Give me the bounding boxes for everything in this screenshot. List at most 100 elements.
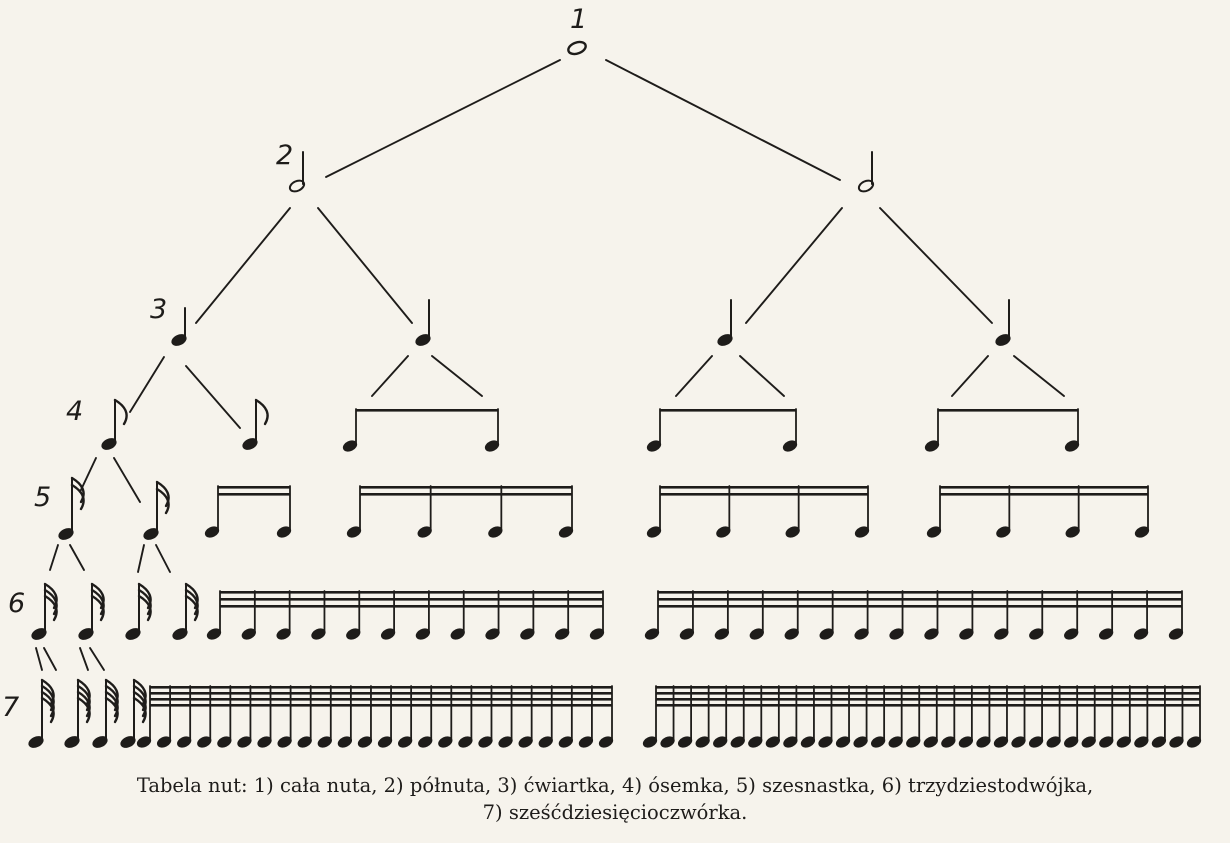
flag <box>137 588 152 616</box>
thirty-second-note <box>31 582 58 640</box>
beam <box>656 686 1200 689</box>
connector-line <box>317 207 413 324</box>
flag <box>132 696 147 724</box>
connector-line <box>113 457 141 503</box>
sixty-fourth-note-group <box>642 685 1202 748</box>
thirty-second-note <box>172 582 199 640</box>
notehead <box>567 40 587 56</box>
flag <box>40 690 55 718</box>
level-7-number: 7 <box>2 692 20 723</box>
connector-line <box>1013 355 1065 397</box>
flag <box>137 594 152 622</box>
beam <box>940 486 1148 489</box>
beam <box>220 605 603 608</box>
eighth-note-pair <box>924 408 1080 452</box>
half-note <box>288 151 306 193</box>
connector-line <box>325 59 561 178</box>
half-note <box>857 151 875 193</box>
level-1-number: 1 <box>570 4 588 35</box>
beam <box>220 591 603 594</box>
connector-line <box>879 207 993 324</box>
beam <box>938 409 1078 412</box>
connector-line <box>431 355 483 397</box>
sixteenth-note-group <box>204 485 292 538</box>
flag <box>155 480 170 508</box>
flag <box>90 594 105 622</box>
connector-line <box>49 544 59 571</box>
eighth-note <box>101 398 128 450</box>
sixteenth-note <box>58 476 85 540</box>
flag <box>104 690 119 718</box>
flag <box>70 476 85 504</box>
flag <box>155 487 170 515</box>
connector-line <box>675 355 713 397</box>
flag <box>70 483 85 511</box>
connector-lines <box>35 59 1065 671</box>
eighth-note-pair <box>342 408 500 452</box>
flag <box>184 588 199 616</box>
sixty-fourth-note <box>28 678 55 748</box>
beam <box>360 486 572 489</box>
sixty-fourth-note <box>64 678 91 748</box>
beam <box>150 692 612 695</box>
connector-line <box>43 647 57 671</box>
sixty-fourth-note <box>120 678 147 748</box>
connector-line <box>951 355 989 397</box>
beam <box>940 493 1148 496</box>
beam <box>660 493 868 496</box>
caption: Tabela nut: 1) cała nuta, 2) półnuta, 3)… <box>0 772 1230 826</box>
beam <box>656 698 1200 701</box>
caption-line-1: Tabela nut: 1) cała nuta, 2) półnuta, 3)… <box>136 774 1094 797</box>
connector-line <box>745 207 843 324</box>
connector-line <box>137 544 145 573</box>
sixty-fourth-note-group <box>136 685 614 748</box>
quarter-note <box>717 299 733 346</box>
quarter-note <box>995 299 1011 346</box>
connector-line <box>371 355 409 397</box>
flag <box>254 398 269 426</box>
flag <box>184 594 199 622</box>
flag <box>43 588 58 616</box>
flag <box>40 696 55 724</box>
sixty-fourth-note <box>92 678 119 748</box>
beam <box>150 704 612 707</box>
connector-line <box>69 544 85 571</box>
beam <box>356 409 498 412</box>
flag <box>132 690 147 718</box>
beam <box>220 598 603 601</box>
level-5-number: 5 <box>34 482 52 513</box>
flag <box>76 696 91 724</box>
flag <box>76 690 91 718</box>
beam <box>150 686 612 689</box>
flag <box>90 588 105 616</box>
beam <box>658 591 1182 594</box>
level-2-number: 2 <box>276 140 294 171</box>
caption-line-2: 7) sześćdziesięcioczwórka. <box>482 801 748 824</box>
connector-line <box>155 544 171 573</box>
eighth-note-pair <box>646 408 798 452</box>
flag <box>113 398 128 426</box>
beam <box>218 493 290 496</box>
connector-line <box>129 356 165 413</box>
beam <box>218 486 290 489</box>
sixteenth-note-group <box>926 485 1150 538</box>
note-tree-graphic <box>28 40 1202 748</box>
connector-line <box>739 355 785 397</box>
sixteenth-note-group <box>346 485 574 538</box>
beam <box>658 605 1182 608</box>
flag <box>43 594 58 622</box>
connector-line <box>89 647 105 671</box>
whole-note <box>567 40 587 56</box>
level-3-number: 3 <box>150 294 168 325</box>
thirty-second-note <box>78 582 105 640</box>
flag <box>104 696 119 724</box>
connector-line <box>605 59 841 181</box>
connector-line <box>79 647 89 671</box>
level-6-number: 6 <box>8 588 26 619</box>
level-4-number: 4 <box>66 396 84 427</box>
eighth-note <box>242 398 269 450</box>
sixteenth-note <box>143 480 170 540</box>
thirty-second-note-group <box>644 590 1184 640</box>
quarter-note <box>171 307 187 346</box>
